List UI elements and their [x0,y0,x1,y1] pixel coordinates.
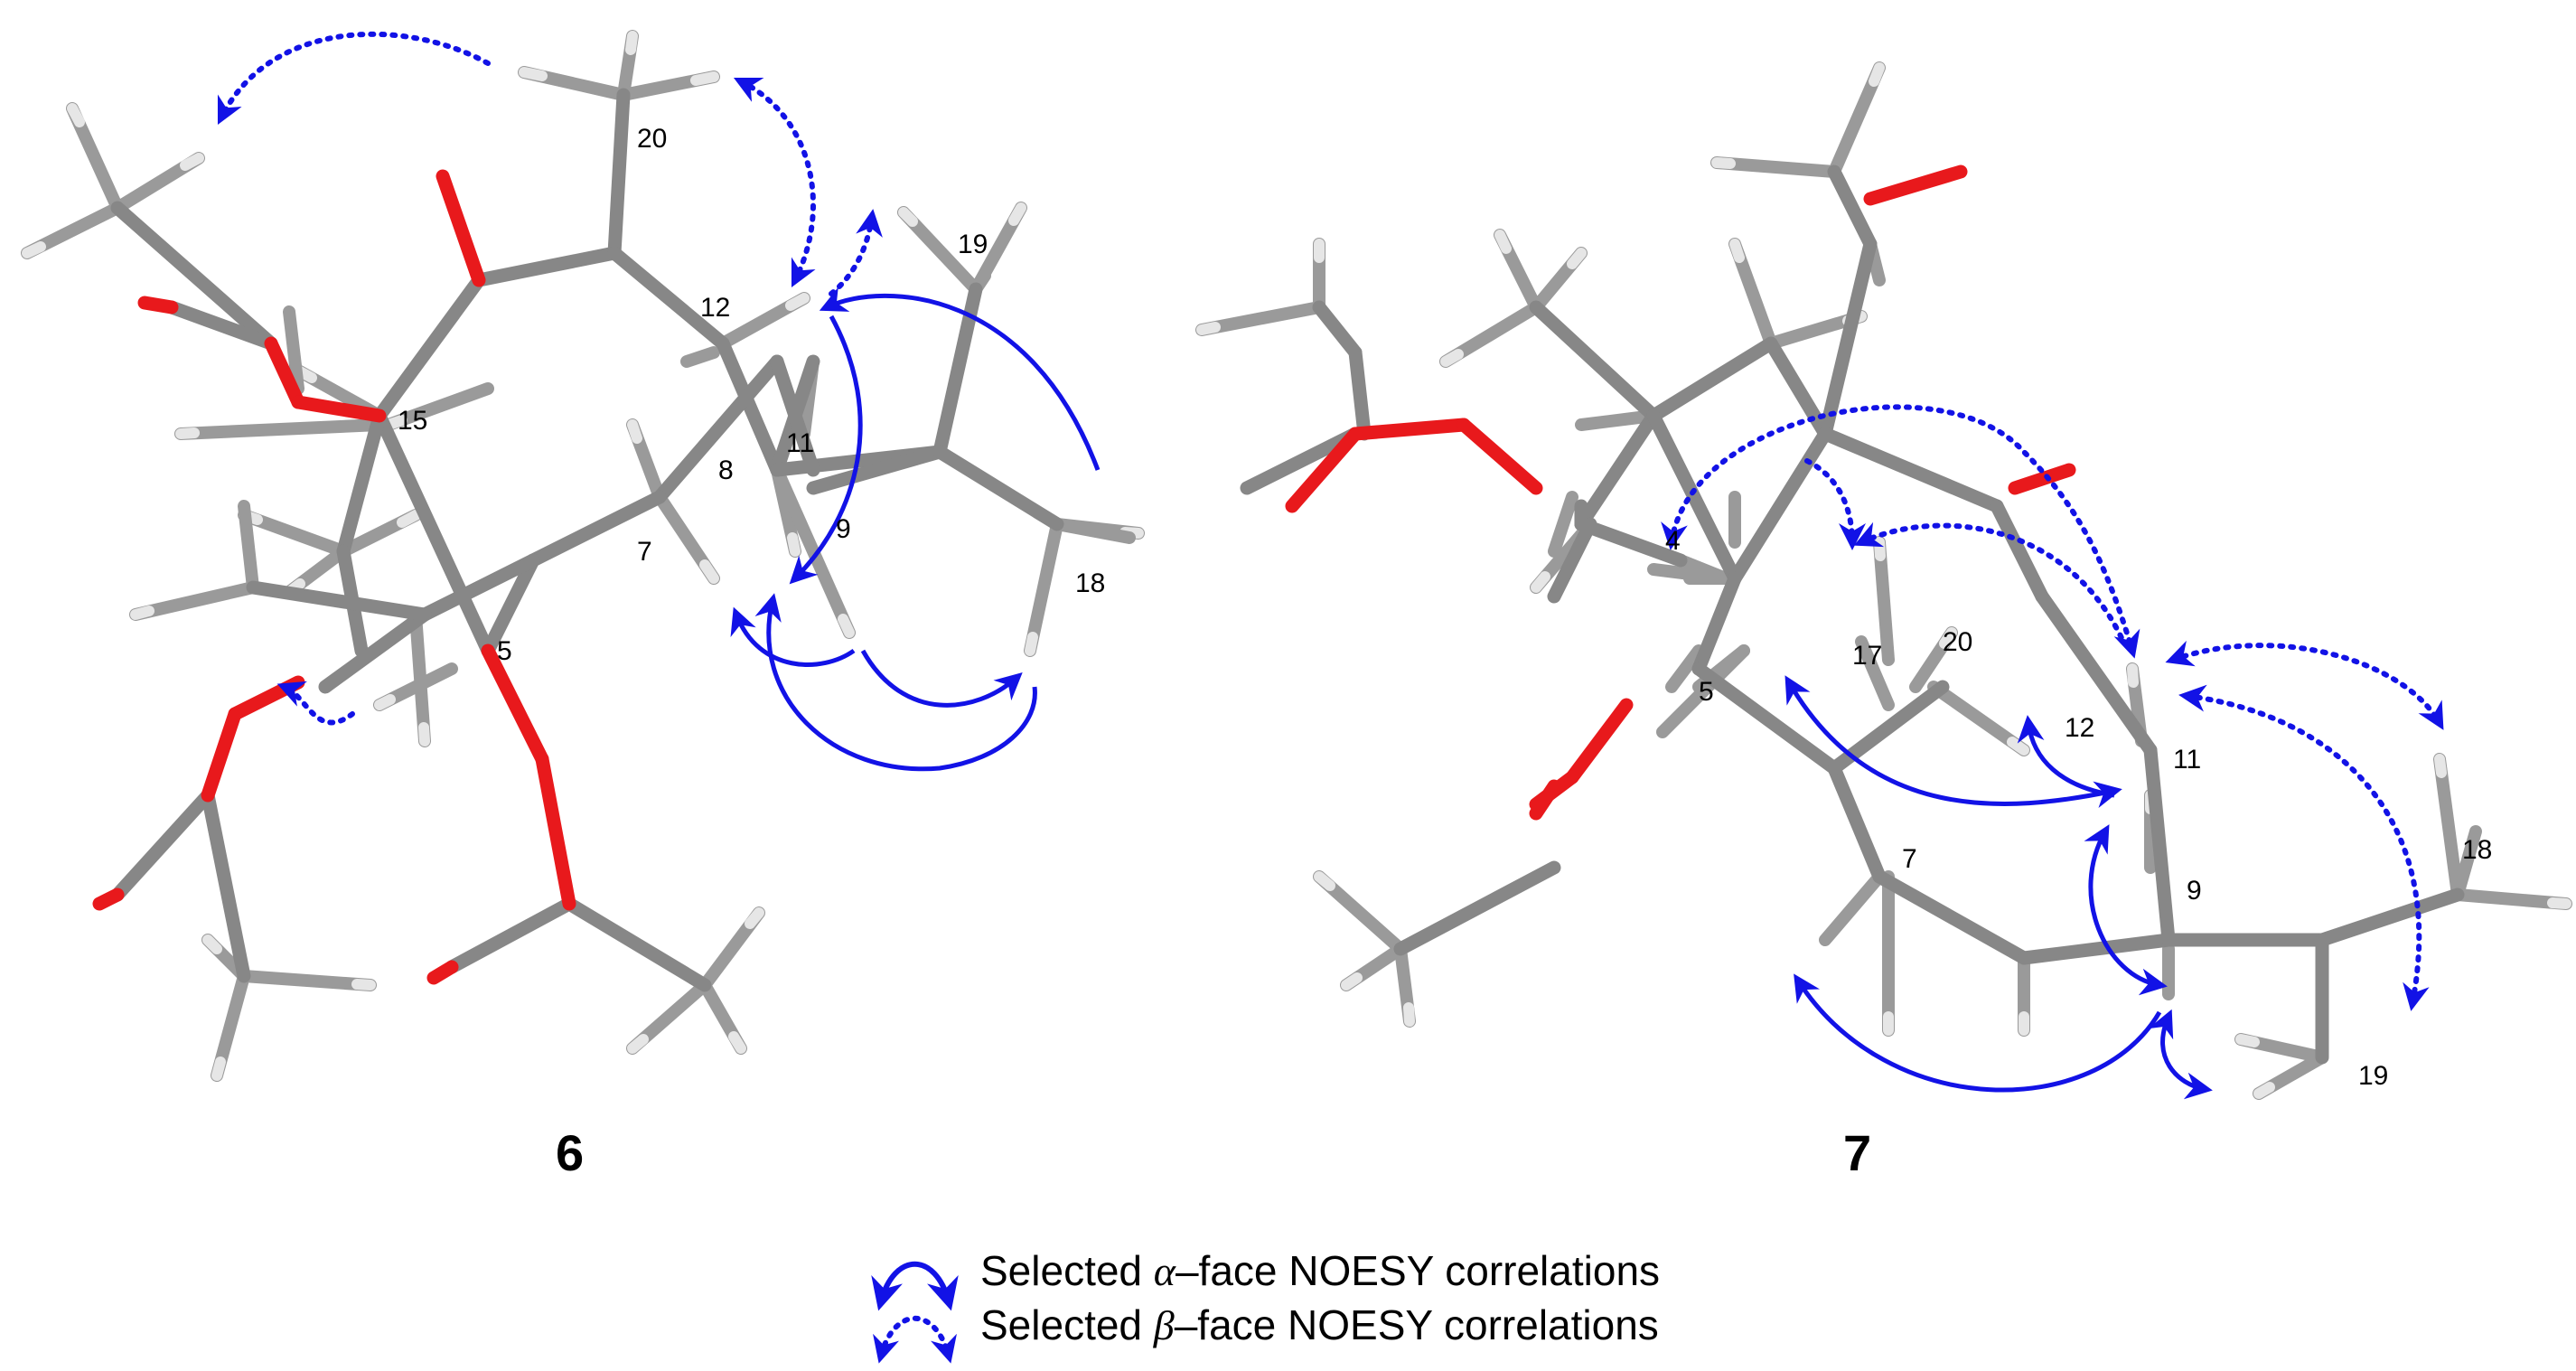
legend-beta-text: Selected β–face NOESY correlations [980,1301,1659,1348]
beta-arrow-6-15-loop [276,681,355,726]
beta-arrow-7-11-to-18 [2165,640,2444,730]
atom-label: 7 [637,537,652,567]
beta-arrow-7-4-to-11 [1661,404,2140,659]
atom-label: 9 [836,514,851,544]
atom-label: 18 [1075,568,1105,598]
atom-label: 11 [786,428,814,458]
atom-label: 9 [2187,876,2202,906]
atom-label: 11 [2173,745,2201,775]
atom-label: 12 [2065,713,2094,743]
dotted-double-headed-curved-arrow-icon [873,1315,957,1364]
molecule-6-carbon-bonds [110,88,1064,992]
alpha-symbol: α [1154,1248,1176,1294]
beta-arrow-7-4-to-17 [1804,458,1866,550]
alpha-arrow-7-20-to-12 [2017,715,2115,798]
molecule-6-structure [21,30,1145,1082]
atom-label: 17 [1852,641,1882,671]
molecule-7-oxygen-bonds [1285,164,2076,821]
beta-arrow-6-20-to-12 [733,77,816,288]
beta-arrow-7-11-to-19 [2178,684,2430,1011]
molecule-7-carbon-bonds [1240,164,2465,1065]
atom-label: 20 [637,124,667,154]
legend-beta-prefix: Selected [980,1301,1154,1348]
atom-label: 12 [700,293,730,323]
atom-label: 18 [2462,835,2492,865]
alpha-arrow-6-7-to-18 [754,593,1037,772]
atom-label: 7 [1902,844,1917,874]
compound-label-6: 6 [556,1124,584,1181]
legend-alpha-suffix: –face NOESY correlations [1176,1247,1660,1294]
legend-alpha-text: Selected α–face NOESY correlations [980,1247,1660,1294]
legend-beta-suffix: –face NOESY correlations [1175,1301,1659,1348]
alpha-arrow-6-9-to-7 [730,606,856,667]
atom-label: 8 [718,455,734,485]
atom-label: 5 [1699,677,1714,707]
molecule-7-atom-labels: 4 20 17 5 12 11 7 9 18 19 [1665,526,2492,1091]
atom-label: 19 [2358,1061,2388,1091]
alpha-arrow-6-12-to-9 [789,315,863,585]
molecule-7-structure [1195,61,2572,1100]
molecule-6-noesy-arrows [217,31,1101,772]
legend: Selected α–face NOESY correlations Selec… [871,1247,1660,1364]
legend-alpha-prefix: Selected [980,1247,1154,1294]
compound-label-7: 7 [1843,1124,1871,1181]
beta-symbol: β [1153,1302,1175,1348]
beta-arrow-6-12-to-19 [829,209,883,296]
atom-label: 20 [1943,627,1972,657]
molecule-7-noesy-arrows [1661,404,2444,1100]
molecule-6-hydrogen-bonds [21,30,1145,1082]
atom-label: 5 [497,636,512,666]
atom-label: 4 [1665,526,1681,556]
alpha-arrow-7-9-to-7 [1794,973,2162,1093]
molecule-6-atom-labels: 20 12 19 15 11 8 9 7 18 5 [398,124,1105,666]
alpha-arrow-7-12-to-9 [2084,824,2168,996]
beta-arrow-7-20-to-11 [1853,521,2126,644]
beta-arrow-6-20-to-acetyl [217,31,491,126]
alpha-arrow-7-9-to-19 [2148,1009,2213,1100]
alpha-arrow-6-18-to-12 [819,286,1101,471]
atom-label: 19 [958,230,988,259]
solid-double-headed-curved-arrow-icon [871,1261,959,1311]
alpha-arrow-6-9-to-18 [860,649,1023,708]
atom-label: 15 [398,406,427,436]
alpha-arrow-7-5-to-12 [1784,675,2122,808]
